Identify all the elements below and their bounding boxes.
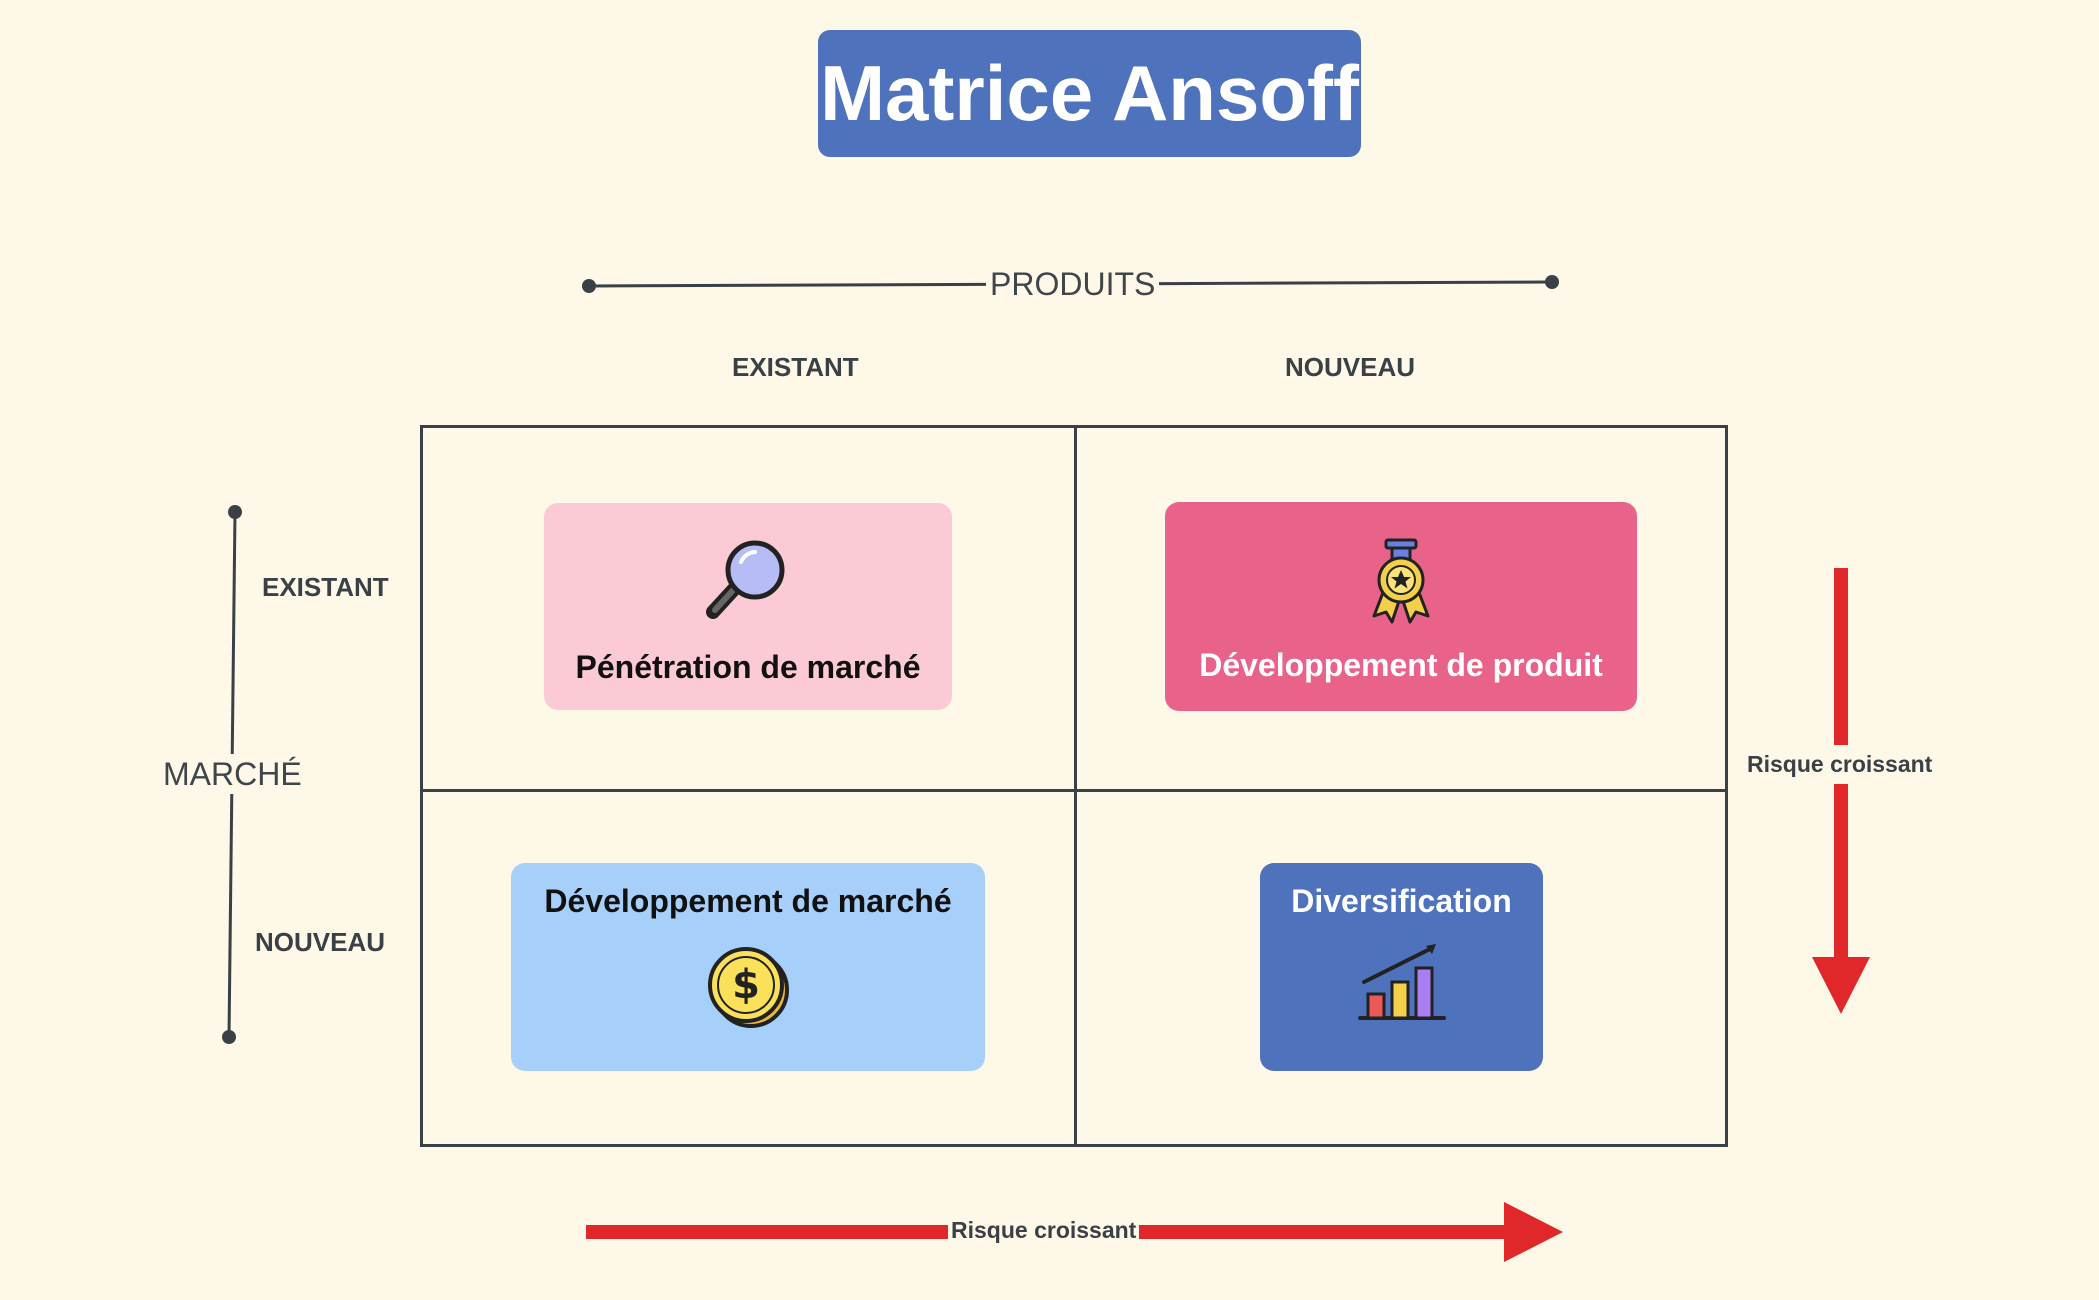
award-ribbon-icon: [1366, 538, 1436, 629]
dollar-coin-icon: $: [707, 946, 789, 1033]
svg-text:$: $: [732, 962, 760, 1008]
grid-horizontal-divider: [423, 789, 1725, 792]
products-axis-label: PRODUITS: [986, 264, 1160, 304]
matrix-grid: [420, 425, 1728, 1147]
quadrant-market-penetration: Pénétration de marché: [544, 503, 952, 710]
market-axis-end-dot: [222, 1030, 236, 1044]
market-axis-label: MARCHÉ: [159, 754, 306, 794]
products-axis-start-dot: [582, 279, 596, 293]
magnifier-icon: [705, 536, 791, 627]
column-header-existing: EXISTANT: [732, 352, 859, 382]
grid-vertical-divider: [1074, 428, 1077, 1144]
page-title: Matrice Ansoff: [820, 49, 1359, 137]
quadrant-label: Développement de marché: [544, 883, 952, 919]
title-banner: Matrice Ansoff: [818, 30, 1361, 157]
quadrant-product-development: Développement de produit: [1165, 502, 1637, 711]
row-header-existing: EXISTANT: [262, 572, 389, 602]
vertical-risk-label: Risque croissant: [1744, 745, 1936, 784]
quadrant-diversification: Diversification: [1260, 863, 1543, 1071]
vertical-risk-arrow-head: [1812, 957, 1870, 1014]
growth-chart-icon: [1356, 942, 1448, 1029]
column-header-new: NOUVEAU: [1285, 352, 1416, 382]
quadrant-label: Pénétration de marché: [575, 648, 921, 685]
row-header-new: NOUVEAU: [255, 927, 386, 957]
horizontal-risk-arrow-head: [1504, 1202, 1563, 1262]
horizontal-risk-label: Risque croissant: [948, 1217, 1140, 1244]
market-axis-start-dot: [228, 505, 242, 519]
products-axis-end-dot: [1545, 275, 1559, 289]
quadrant-label: Développement de produit: [1199, 646, 1603, 683]
quadrant-label: Diversification: [1291, 883, 1512, 919]
quadrant-market-development: Développement de marché $: [511, 863, 985, 1071]
